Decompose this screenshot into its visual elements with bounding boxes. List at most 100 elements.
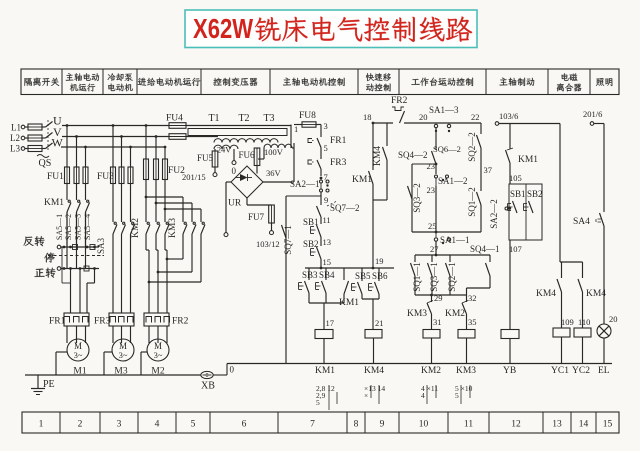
svg-text:2: 2 xyxy=(78,420,83,430)
svg-text:31: 31 xyxy=(433,317,442,327)
svg-text:11: 11 xyxy=(323,215,331,225)
svg-text:20: 20 xyxy=(419,112,428,122)
svg-text:5: 5 xyxy=(316,398,320,407)
svg-text:KM4: KM4 xyxy=(364,366,384,376)
svg-text:7: 7 xyxy=(310,420,315,430)
svg-text:SA1—2: SA1—2 xyxy=(438,176,468,186)
svg-text:100V: 100V xyxy=(264,147,284,157)
svg-text:M: M xyxy=(154,341,162,351)
svg-text:FR3: FR3 xyxy=(94,317,111,327)
svg-text:4: 4 xyxy=(155,420,160,430)
svg-text:SQ1—2: SQ1—2 xyxy=(467,187,477,217)
svg-text:FU6: FU6 xyxy=(239,150,256,160)
svg-text:SA1—3: SA1—3 xyxy=(429,105,459,115)
svg-text:29: 29 xyxy=(434,293,443,303)
svg-text:32: 32 xyxy=(468,293,477,303)
svg-text:201/6: 201/6 xyxy=(583,109,602,119)
svg-text:M: M xyxy=(74,341,82,351)
svg-text:KM1: KM1 xyxy=(339,298,359,308)
svg-text:KM1: KM1 xyxy=(352,175,372,185)
svg-text:SA5—2: SA5—2 xyxy=(64,214,73,240)
svg-text:YC1: YC1 xyxy=(551,366,569,376)
svg-text:SA5—3: SA5—3 xyxy=(74,214,83,240)
svg-text:SB3: SB3 xyxy=(302,270,318,280)
svg-text:22: 22 xyxy=(471,112,480,122)
svg-text:FR2: FR2 xyxy=(172,317,189,327)
svg-text:107: 107 xyxy=(509,244,522,254)
svg-text:W: W xyxy=(52,136,64,150)
svg-text:SQ4—1: SQ4—1 xyxy=(470,244,500,254)
svg-text:SQ2—1: SQ2—1 xyxy=(447,262,457,292)
svg-text:FR1: FR1 xyxy=(49,317,66,327)
svg-text:M1: M1 xyxy=(73,367,86,377)
svg-text:12: 12 xyxy=(511,420,521,430)
svg-text:7: 7 xyxy=(324,172,328,182)
svg-text:2,9: 2,9 xyxy=(316,391,326,400)
svg-text:3~: 3~ xyxy=(119,350,128,360)
svg-text:SQ7—2: SQ7—2 xyxy=(330,203,360,213)
svg-text:21: 21 xyxy=(375,318,384,328)
svg-text:2,8 12: 2,8 12 xyxy=(316,384,335,393)
svg-text:5: 5 xyxy=(324,143,328,153)
svg-text:U: U xyxy=(53,114,62,128)
svg-text:SB1: SB1 xyxy=(510,189,526,199)
svg-text:1: 1 xyxy=(294,124,298,134)
svg-text:SB6: SB6 xyxy=(372,271,388,281)
svg-text:109: 109 xyxy=(561,317,574,327)
svg-text:5 ×10: 5 ×10 xyxy=(455,384,473,393)
svg-text:3~: 3~ xyxy=(154,350,163,360)
svg-text:M3: M3 xyxy=(114,367,127,377)
svg-text:20: 20 xyxy=(609,314,618,324)
svg-text:QS: QS xyxy=(39,158,52,169)
svg-text:8: 8 xyxy=(354,420,359,430)
svg-text:13: 13 xyxy=(552,420,562,430)
svg-text:SQ4—2: SQ4—2 xyxy=(398,150,428,160)
svg-text:SA5—1: SA5—1 xyxy=(55,214,64,240)
svg-text:YB: YB xyxy=(503,366,516,376)
svg-text:FU7: FU7 xyxy=(248,212,265,222)
svg-text:X62W: X62W xyxy=(193,13,253,44)
svg-text:FU5: FU5 xyxy=(197,153,214,163)
svg-text:SA1—1: SA1—1 xyxy=(440,235,470,245)
svg-text:×13 14: ×13 14 xyxy=(364,384,385,393)
svg-text:11: 11 xyxy=(464,420,473,430)
svg-text:KM1: KM1 xyxy=(44,198,64,208)
svg-text:SA2—2: SA2—2 xyxy=(489,199,499,229)
svg-text:36V: 36V xyxy=(266,168,282,178)
svg-text:L2: L2 xyxy=(10,133,20,143)
svg-text:T2: T2 xyxy=(238,113,249,124)
svg-text:FU3: FU3 xyxy=(97,172,114,182)
svg-text:SQ3—1: SQ3—1 xyxy=(429,262,439,292)
svg-text:3: 3 xyxy=(117,420,122,430)
svg-text:M: M xyxy=(119,341,127,351)
svg-text:KM1: KM1 xyxy=(518,155,538,165)
svg-text:13: 13 xyxy=(323,237,332,247)
svg-text:EL: EL xyxy=(598,366,610,376)
svg-text:YC2: YC2 xyxy=(572,366,590,376)
svg-text:35: 35 xyxy=(468,317,477,327)
svg-text:FR3: FR3 xyxy=(330,158,347,168)
svg-text:10: 10 xyxy=(419,420,429,430)
svg-text:XB: XB xyxy=(201,381,215,392)
svg-text:24V: 24V xyxy=(217,146,231,155)
svg-text:FU4: FU4 xyxy=(166,114,183,124)
svg-text:103/6: 103/6 xyxy=(499,111,518,121)
svg-text:SA4: SA4 xyxy=(573,217,590,227)
svg-text:25: 25 xyxy=(428,221,437,231)
svg-text:L1: L1 xyxy=(11,123,21,133)
svg-text:0: 0 xyxy=(232,166,237,176)
svg-text:SA3: SA3 xyxy=(96,238,106,255)
svg-text:37: 37 xyxy=(484,165,493,175)
svg-text:23: 23 xyxy=(427,161,436,171)
svg-text:SB1: SB1 xyxy=(303,217,319,227)
svg-text:9: 9 xyxy=(380,420,385,430)
svg-text:27: 27 xyxy=(430,244,439,254)
svg-text:T1: T1 xyxy=(208,113,219,124)
svg-text:SB2: SB2 xyxy=(303,239,319,249)
svg-text:KM4: KM4 xyxy=(536,289,556,299)
svg-text:V: V xyxy=(53,125,62,139)
svg-text:14: 14 xyxy=(579,420,589,430)
svg-text:FU2: FU2 xyxy=(168,166,185,176)
svg-text:15: 15 xyxy=(323,257,332,267)
svg-text:110: 110 xyxy=(578,317,590,327)
